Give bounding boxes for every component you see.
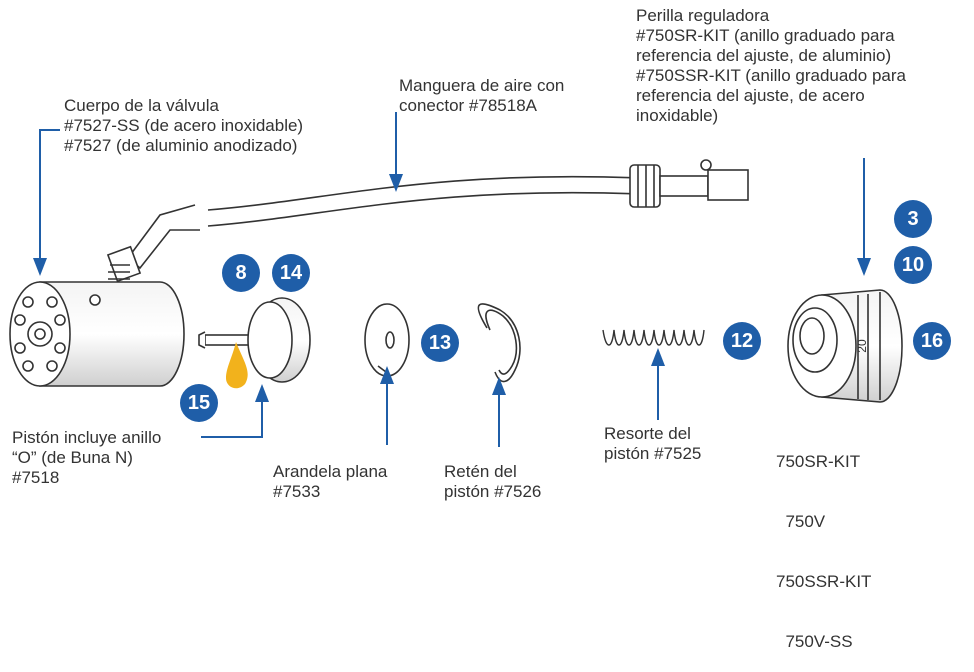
washer-label-line: #7533: [273, 482, 321, 501]
knob-label-line: referencia del ajuste, de acero: [636, 86, 865, 105]
leader-lines: [39, 112, 865, 447]
badge-12: 12: [723, 322, 761, 360]
knob-label: Perilla reguladora #750SR-KIT (anillo gr…: [636, 6, 906, 126]
spring-label-line: Resorte del: [604, 424, 691, 443]
knob-label-line: referencia del ajuste, de aluminio): [636, 46, 892, 65]
washer-label-line: Arandela plana: [273, 462, 388, 481]
knob-label-line: #750SR-KIT (anillo graduado para: [636, 26, 895, 45]
adjusting-knob: [787, 289, 903, 403]
flat-washer: [364, 303, 410, 377]
oil-drop: [226, 342, 248, 389]
badge-15: 15: [180, 384, 218, 422]
piston-label-line: “O” (de Buna N): [12, 448, 133, 467]
diagram-art: 20: [9, 112, 903, 447]
badge-14: 14: [272, 254, 310, 292]
valve-body: [9, 281, 185, 387]
badge-8: 8: [222, 254, 260, 292]
piston-label: Pistón incluye anillo “O” (de Buna N) #7…: [12, 428, 161, 488]
valve-body-label-line: Cuerpo de la válvula: [64, 96, 219, 115]
ring-label: Retén del pistón #7526: [444, 462, 541, 502]
kit-label-line: 750SSR-KIT: [776, 572, 872, 591]
valve-body-label-line: #7527-SS (de acero inoxidable): [64, 116, 304, 135]
valve-body-label: Cuerpo de la válvula #7527-SS (de acero …: [64, 96, 303, 156]
arrow-heads: [33, 174, 871, 402]
badge-10: 10: [894, 246, 932, 284]
kit-label-line: 750V: [776, 512, 826, 531]
piston: [198, 297, 311, 383]
knob-label-line: inoxidable): [636, 106, 719, 125]
kit-label: 750SR-KIT 750V 750SSR-KIT 750V-SS: [776, 412, 871, 672]
kit-label-line: 750V-SS: [776, 632, 853, 651]
knob-label-line: Perilla reguladora: [636, 6, 770, 25]
hose-label: Manguera de aire con conector #78518A: [399, 76, 564, 116]
badge-3: 3: [894, 200, 932, 238]
ring-label-line: pistón #7526: [444, 482, 542, 501]
hose-label-line: Manguera de aire con: [399, 76, 565, 95]
piston-spring: [602, 329, 705, 346]
retaining-ring: [477, 303, 521, 383]
badge-13: 13: [421, 324, 459, 362]
air-hose: [106, 159, 749, 283]
badge-16: 16: [913, 322, 951, 360]
piston-label-line: #7518: [12, 468, 60, 487]
hose-label-line: conector #78518A: [399, 96, 537, 115]
spring-label: Resorte del pistón #7525: [604, 424, 701, 464]
kit-label-line: 750SR-KIT: [776, 452, 861, 471]
washer-label: Arandela plana #7533: [273, 462, 387, 502]
piston-label-line: Pistón incluye anillo: [12, 428, 162, 447]
ring-label-line: Retén del: [444, 462, 517, 481]
knob-label-line: #750SSR-KIT (anillo graduado para: [636, 66, 906, 85]
valve-body-label-line: #7527 (de aluminio anodizado): [64, 136, 298, 155]
dial-mark: 20: [855, 339, 869, 353]
spring-label-line: pistón #7525: [604, 444, 702, 463]
